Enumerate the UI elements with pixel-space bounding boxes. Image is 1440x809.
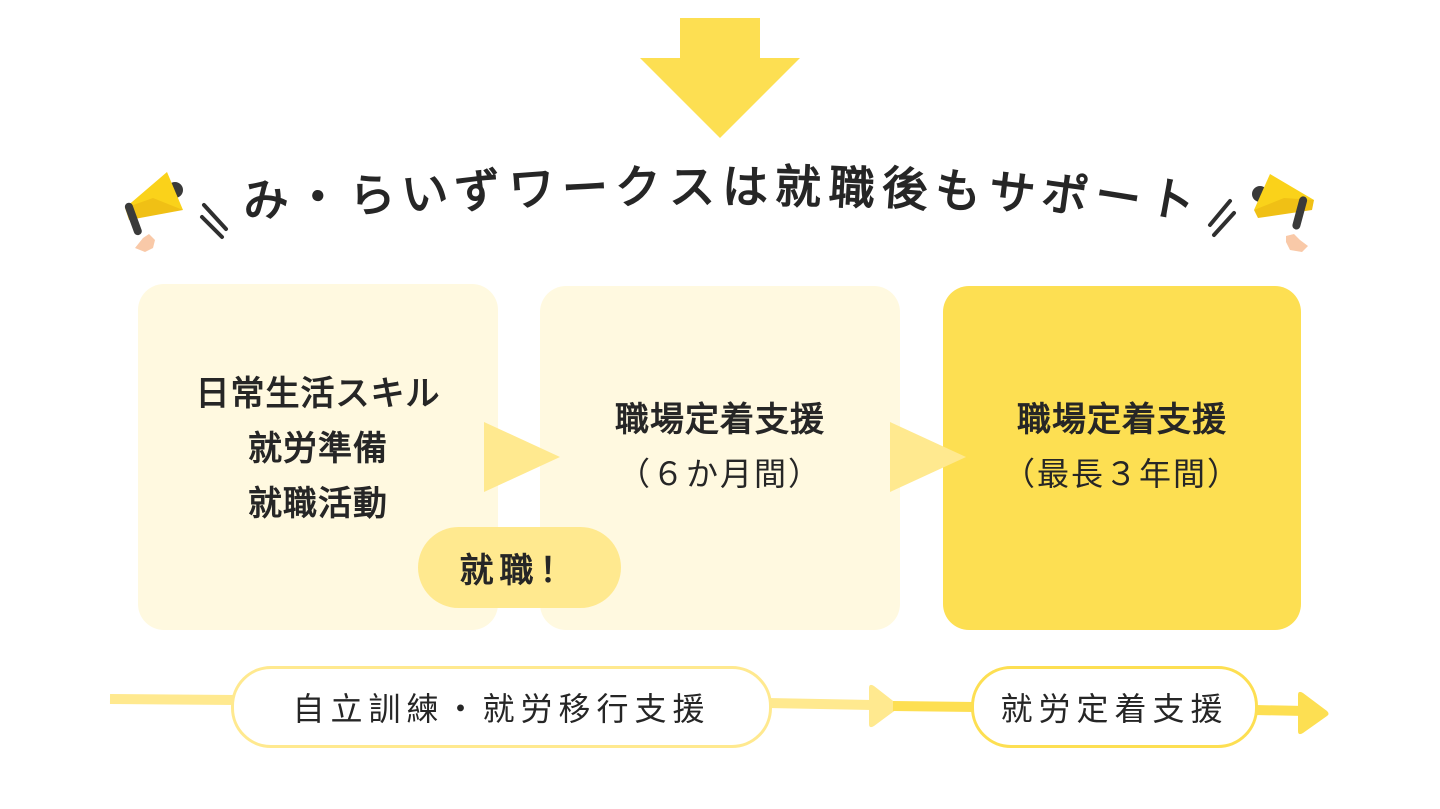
title-char: ワ — [506, 160, 557, 218]
arrow-right-icon — [484, 422, 560, 492]
timeline-line — [892, 701, 976, 712]
step-title: 職場定着支援 — [615, 399, 825, 440]
title-char: ず — [452, 161, 504, 220]
step-line: 就職活動 — [248, 483, 388, 524]
title-char: ー — [560, 159, 610, 217]
step-box-training: 日常生活スキル 就労準備 就職活動 — [138, 284, 498, 630]
phase-pill-transition-support: 自立訓練・就労移行支援 — [231, 666, 772, 748]
arrow-down-icon — [640, 18, 800, 138]
title-char: 就 — [774, 159, 823, 216]
title-char: ポ — [1038, 164, 1092, 225]
timeline-track — [109, 684, 1329, 735]
timeline-line — [767, 698, 873, 710]
step-period: （最長３年間） — [1002, 454, 1241, 493]
megaphone-icon — [124, 172, 183, 252]
speed-lines-icon — [200, 203, 228, 239]
title-char: ー — [1091, 167, 1146, 228]
title-char: い — [399, 163, 451, 223]
title-char: も — [932, 161, 984, 220]
speed-lines-icon — [1208, 199, 1236, 237]
title-char: ト — [1144, 169, 1200, 232]
title-char: ・ — [291, 167, 346, 228]
page-title: み・らいずワークスは就職後もサポート — [237, 150, 1200, 232]
arrow-head-icon — [869, 684, 899, 728]
phase-pill-retention-support: 就労定着支援 — [971, 666, 1258, 748]
arrow-head-icon — [1298, 691, 1329, 735]
step-line: 就労準備 — [248, 428, 388, 469]
timeline-line — [109, 694, 236, 705]
timeline-line — [1254, 705, 1306, 716]
title-char: は — [721, 159, 769, 215]
milestone-badge: 就職！ — [418, 527, 621, 608]
step-box-retention-3-years: 職場定着支援 （最長３年間） — [943, 286, 1301, 630]
title-char: 後 — [880, 160, 930, 218]
step-title: 職場定着支援 — [1016, 399, 1227, 440]
title-char: 職 — [827, 159, 877, 217]
step-box-retention-6-months: 職場定着支援 （６か月間） — [540, 286, 900, 630]
title-char: ス — [668, 159, 715, 215]
step-line: 日常生活スキル — [195, 373, 441, 414]
step-period: （６か月間） — [617, 454, 822, 493]
megaphone-icon — [1252, 174, 1314, 252]
arrow-right-icon — [890, 422, 966, 492]
title-char: サ — [985, 163, 1038, 223]
title-char: ク — [614, 159, 663, 216]
title-char: み — [237, 169, 293, 232]
title-char: ら — [345, 164, 399, 225]
